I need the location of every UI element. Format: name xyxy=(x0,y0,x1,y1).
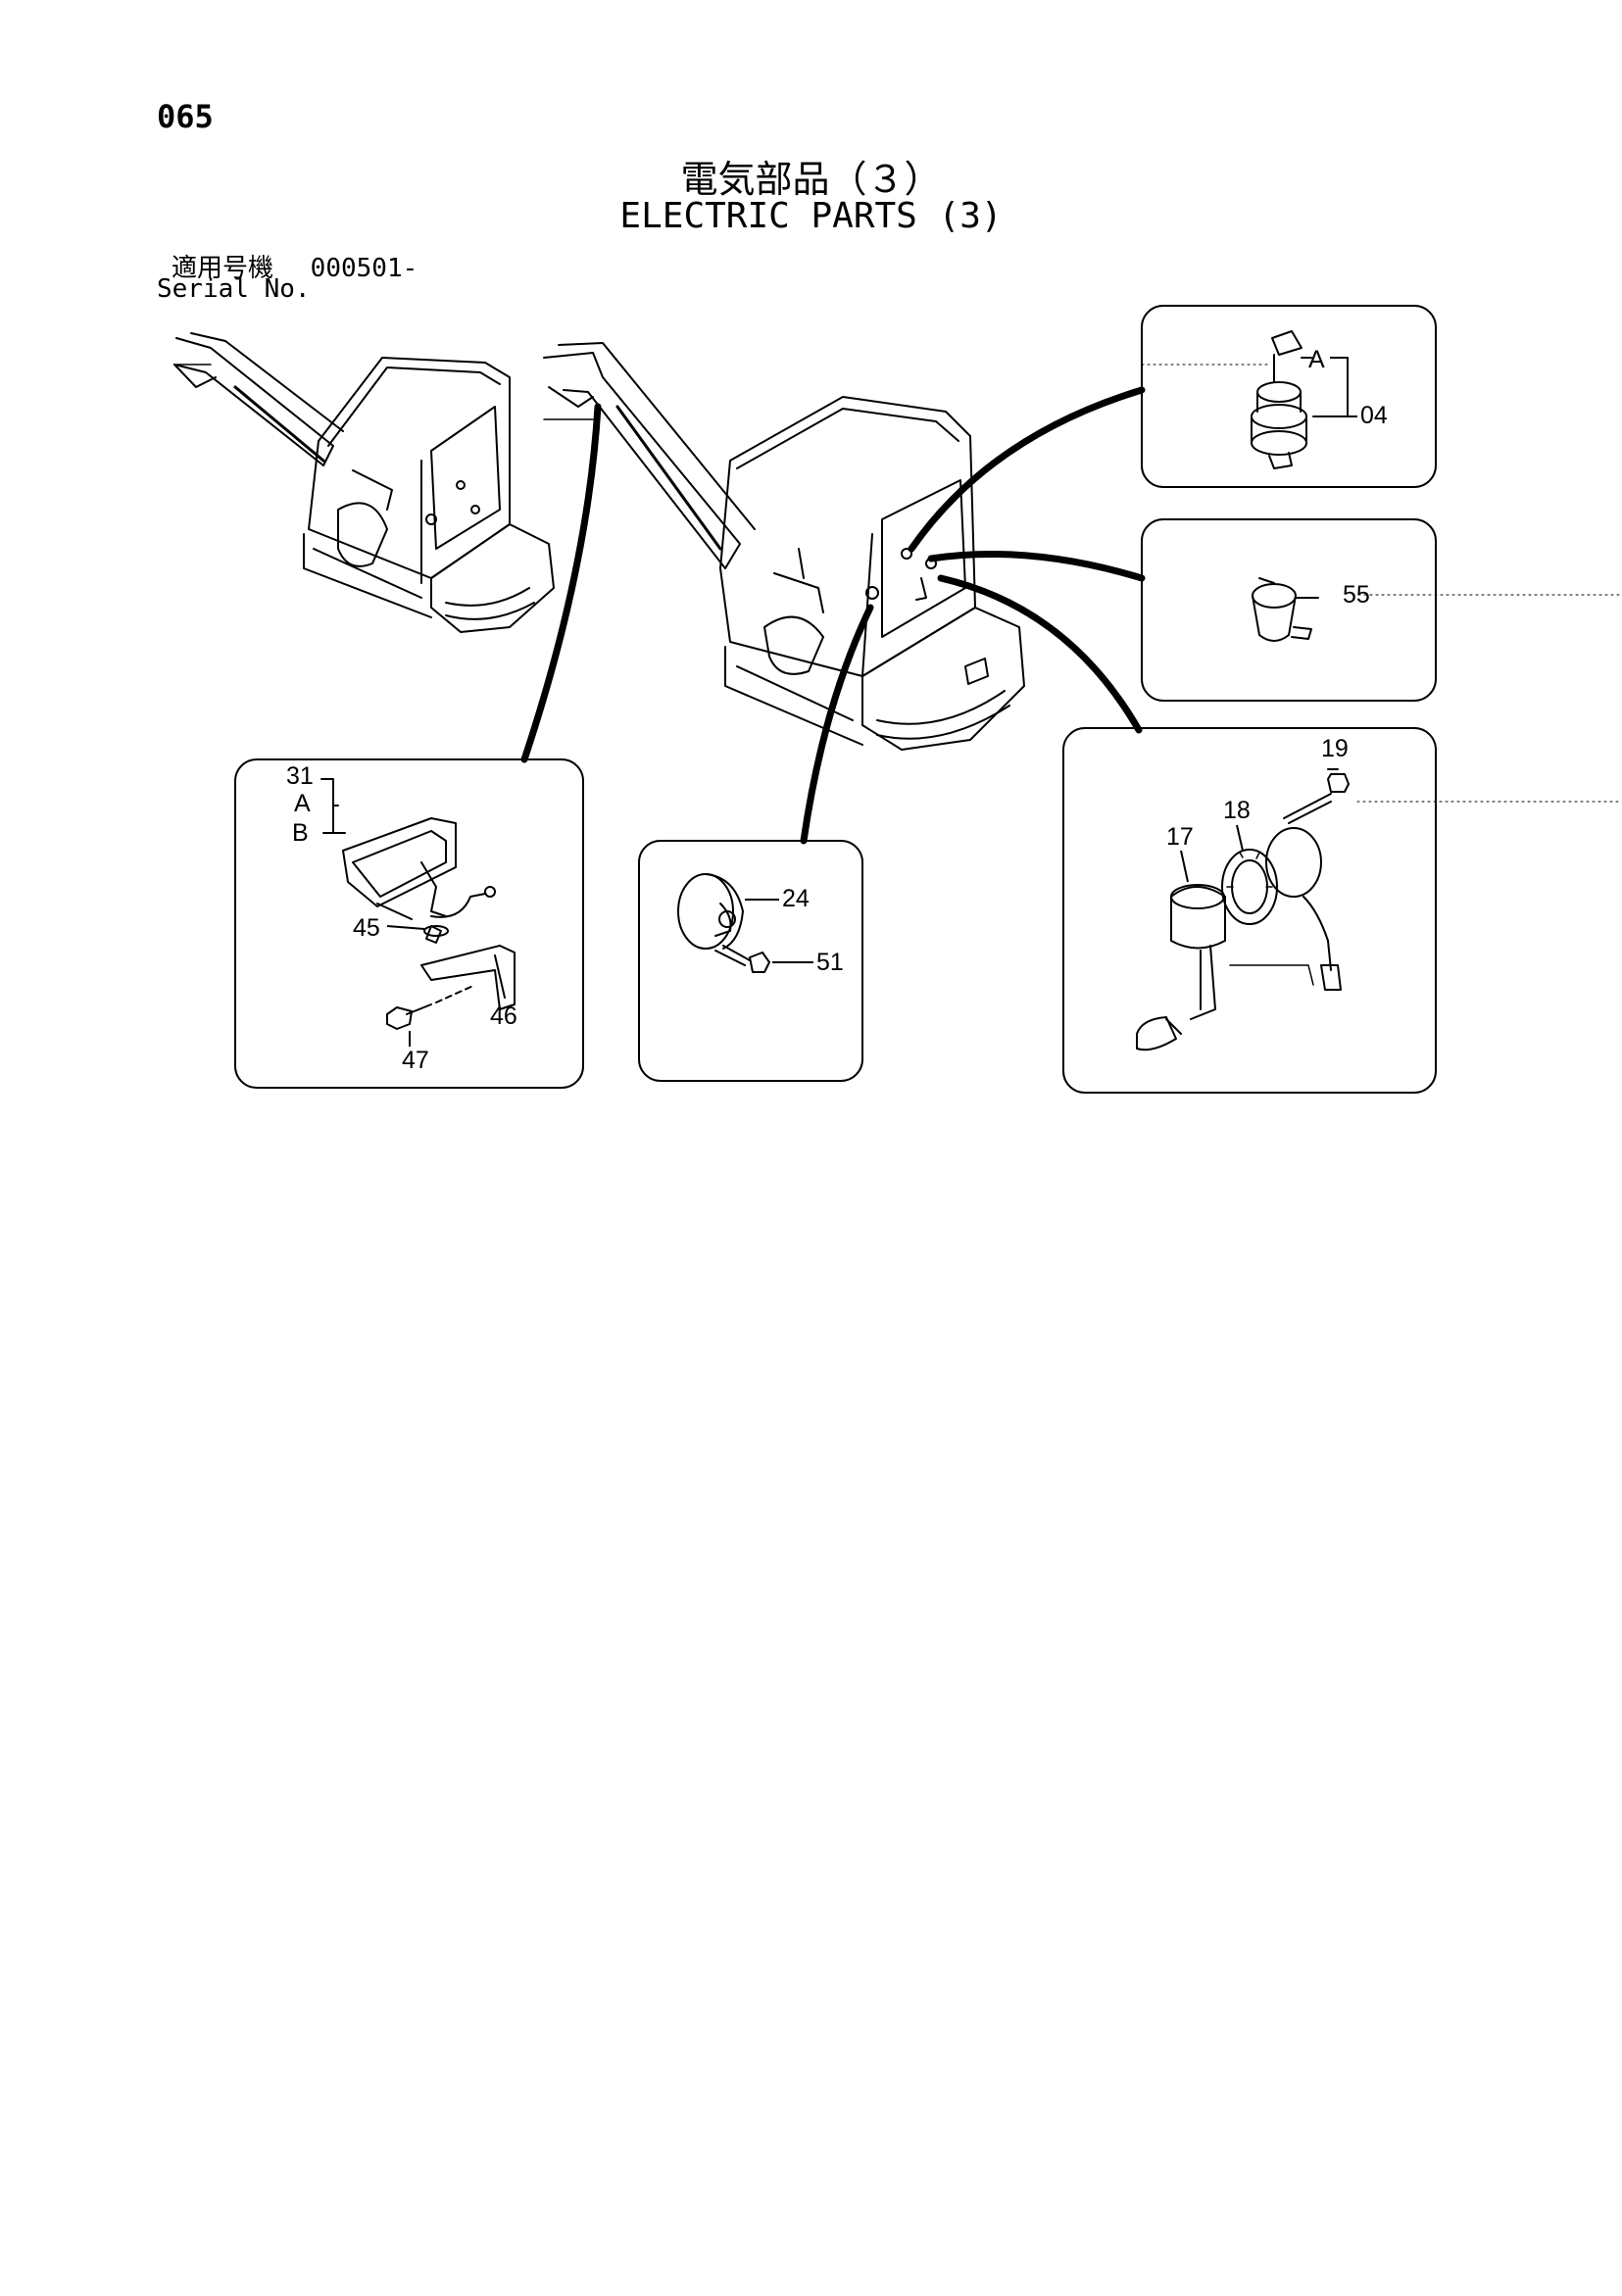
callout-box-horn xyxy=(638,840,863,1082)
label-31-variant-a: A xyxy=(294,790,311,817)
label-46: 46 xyxy=(490,1002,517,1030)
label-17: 17 xyxy=(1166,823,1194,851)
excavator-left-illustration xyxy=(173,332,555,633)
callout-labels: A 04 55 19 18 17 31 A B 45 46 47 24 51 xyxy=(286,346,1388,1074)
page-title-japanese: 電気部品（３） xyxy=(680,158,942,201)
label-31: 31 xyxy=(286,762,314,790)
label-18: 18 xyxy=(1223,797,1251,824)
fuel-gauge-illustration xyxy=(1136,768,1350,1051)
callout-box-work-light xyxy=(234,758,584,1089)
label-19: 19 xyxy=(1321,735,1349,762)
callout-box-socket xyxy=(1141,518,1437,702)
label-47: 47 xyxy=(402,1047,429,1074)
page-number: 065 xyxy=(157,98,214,135)
key-switch-illustration xyxy=(1251,330,1349,469)
serial-value: 000501- xyxy=(310,254,418,283)
socket-illustration xyxy=(1252,577,1319,642)
label-31-variant-b: B xyxy=(292,819,309,847)
label-55: 55 xyxy=(1343,581,1370,609)
label-51: 51 xyxy=(816,949,844,976)
serial-label-japanese: 適用号機 xyxy=(172,254,274,283)
label-04: 04 xyxy=(1360,402,1388,429)
label-04-variant: A xyxy=(1308,346,1325,373)
excavator-main-illustration xyxy=(543,342,1025,751)
horn-illustration xyxy=(677,873,770,973)
label-45: 45 xyxy=(353,914,380,942)
label-24: 24 xyxy=(782,885,810,912)
callout-box-fuel-gauge xyxy=(1062,727,1437,1094)
work-light-illustration xyxy=(320,778,516,1030)
page-title-english: ELECTRIC PARTS (3) xyxy=(619,196,1003,236)
serial-row: 適用号機 000501- xyxy=(172,248,418,284)
serial-label-english: Serial No. xyxy=(157,274,311,304)
callout-box-key-switch xyxy=(1141,305,1437,488)
